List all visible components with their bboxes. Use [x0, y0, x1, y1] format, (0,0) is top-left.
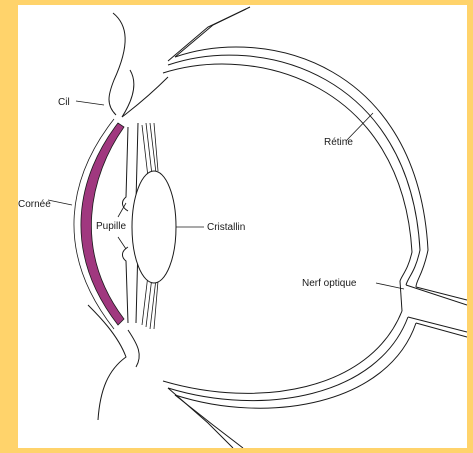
optic-nerve [400, 281, 467, 337]
label-nerf-optique: Nerf optique [302, 278, 357, 289]
label-cristallin: Cristallin [207, 222, 245, 233]
label-retine: Rétine [324, 137, 353, 148]
label-cil: Cil [58, 97, 70, 108]
sclera [163, 47, 428, 408]
leader-lines [48, 101, 404, 289]
lens [132, 171, 176, 283]
label-pupille: Pupille [96, 221, 126, 232]
eye-anatomy-diagram: Cil Cornée Pupille Cristallin Rétine Ner… [18, 5, 467, 448]
diagram-canvas: Cil Cornée Pupille Cristallin Rétine Ner… [18, 5, 467, 448]
label-cornee: Cornée [18, 199, 51, 210]
